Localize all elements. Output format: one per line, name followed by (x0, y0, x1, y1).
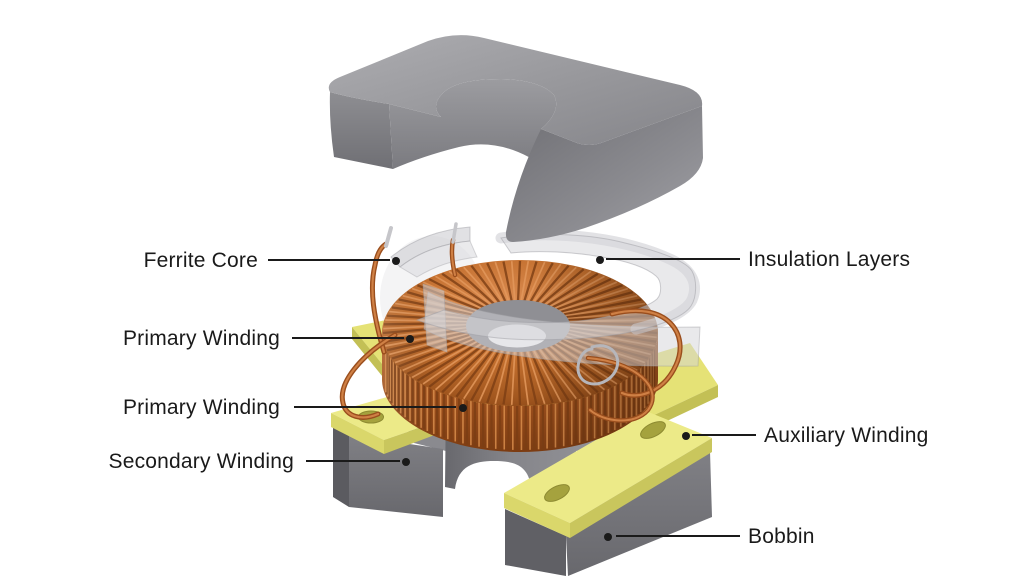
leader-dot-primary-winding-1 (406, 335, 414, 343)
label-primary-winding-1: Primary Winding (122, 327, 280, 350)
label-ferrite-core: Ferrite Core (143, 249, 258, 272)
ferrite-core-top-3d (328, 35, 703, 242)
terminal-plate-right-3d (504, 411, 712, 538)
lead-wires-3d (339, 222, 683, 423)
leader-line-auxiliary-winding (692, 434, 756, 436)
leader-line-secondary-winding (306, 460, 400, 462)
mounting-block-left-3d (333, 427, 443, 517)
leader-dot-primary-winding-2 (459, 404, 467, 412)
leader-line-primary-winding-1 (292, 337, 404, 339)
mounting-block-right-3d (505, 451, 712, 576)
leader-line-primary-winding-2 (294, 406, 456, 408)
leader-dot-insulation-layers (596, 256, 604, 264)
silver-wire-loop (576, 344, 620, 386)
leader-dot-bobbin (604, 533, 612, 541)
leader-line-bobbin (616, 535, 740, 537)
leader-line-insulation-layers (606, 258, 740, 260)
label-insulation-layers: Insulation Layers (748, 248, 911, 271)
leader-dot-ferrite-core (392, 257, 400, 265)
leader-dot-auxiliary-winding (682, 432, 690, 440)
label-bobbin: Bobbin (748, 525, 815, 548)
leader-line-ferrite-core (268, 259, 390, 261)
label-secondary-winding: Secondary Winding (108, 450, 294, 473)
label-primary-winding-2: Primary Winding (122, 396, 280, 419)
label-auxiliary-winding: Auxiliary Winding (764, 424, 929, 447)
leader-dot-secondary-winding (402, 458, 410, 466)
